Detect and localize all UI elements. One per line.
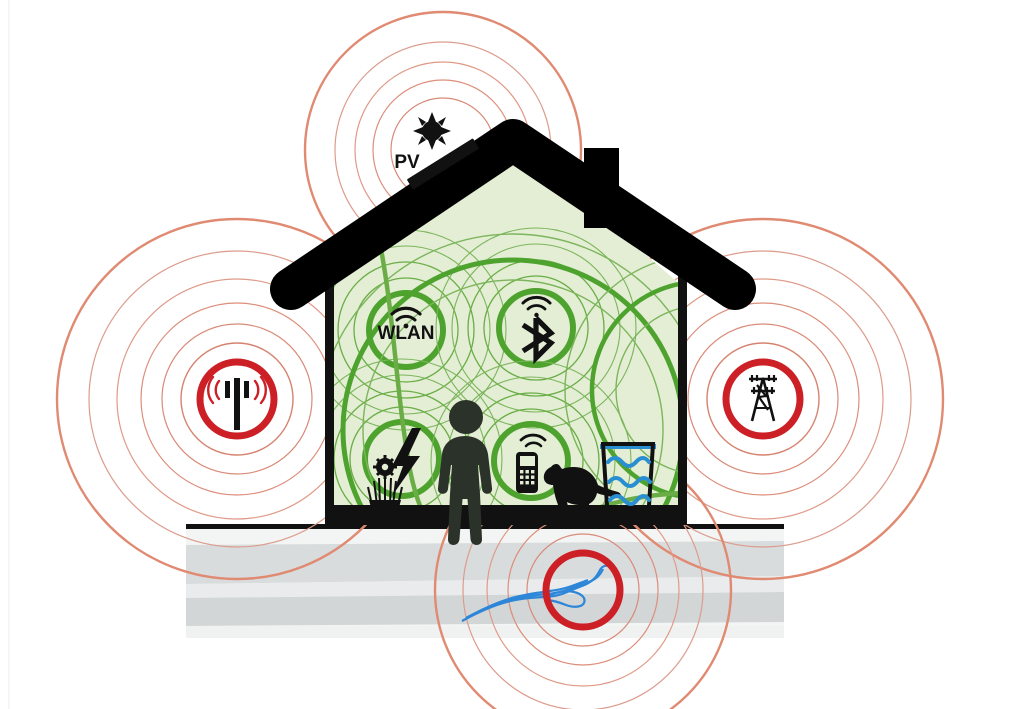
wlan-icon-group: WLAN <box>378 306 435 344</box>
flower-head <box>373 455 397 479</box>
water-vein-lines <box>461 564 610 622</box>
bluetooth-glyph <box>521 316 556 365</box>
phone-body <box>515 451 538 493</box>
phone-signal-waves <box>519 433 547 448</box>
water-glass-icon <box>600 442 656 523</box>
ground-surface-line <box>186 524 784 529</box>
flower-pot <box>369 500 401 519</box>
bluetooth-icon-group <box>521 295 556 365</box>
house <box>270 119 756 525</box>
external-source-water-vein <box>461 549 624 631</box>
pv-label: PV <box>394 152 420 173</box>
ground-layers <box>186 524 784 638</box>
glass-rim <box>600 444 656 449</box>
ground-strata-2 <box>186 576 784 598</box>
wifi-icon-bluetooth <box>521 295 552 318</box>
external-rings-water-vein <box>433 440 733 709</box>
house-wall-right <box>678 270 687 525</box>
ground-strata-1 <box>186 541 784 584</box>
lightning-bolt-icon <box>392 428 421 496</box>
mobile-phone-icon <box>515 433 547 493</box>
house-wall-left <box>325 270 334 525</box>
potted-flower-icon <box>367 455 403 519</box>
dog-silhouette-icon <box>543 463 621 525</box>
mobile-mast-core-ring <box>196 358 278 440</box>
water-waves <box>606 456 652 506</box>
rings-wlan <box>330 229 507 431</box>
ground-strata-4 <box>186 626 784 638</box>
broadcast-antenna-icon <box>207 375 267 430</box>
external-source-pv: PV <box>394 112 451 173</box>
external-source-power-line <box>722 358 804 440</box>
wlan-label: WLAN <box>378 323 435 344</box>
glass-body <box>600 442 656 523</box>
power-pylon-icon <box>749 375 777 422</box>
power-line-core-ring <box>722 358 804 440</box>
roof <box>270 119 756 310</box>
sun-icon <box>413 112 451 150</box>
external-source-mobile-mast <box>196 358 278 440</box>
water-vein-core-ring <box>542 549 624 631</box>
solar-panel <box>407 138 479 190</box>
house-floor <box>325 505 687 525</box>
wifi-icon <box>390 306 422 329</box>
person-silhouette-icon <box>437 400 493 545</box>
